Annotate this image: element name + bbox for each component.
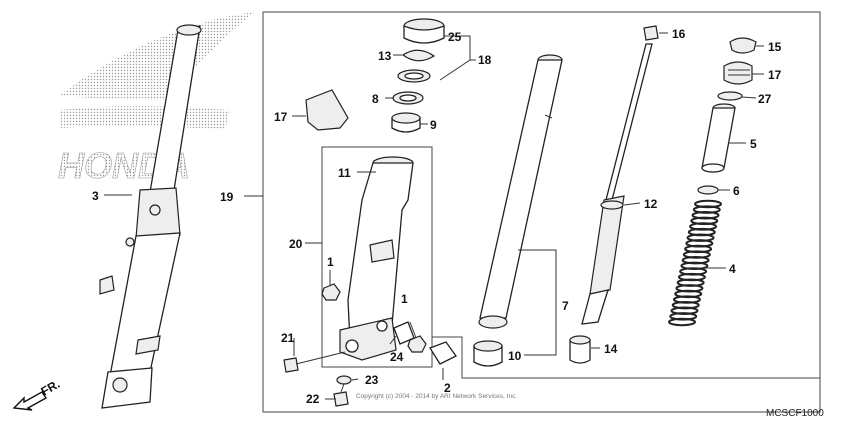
callout-23: 22 [306,392,320,406]
callout-10: 10 [508,349,522,363]
callout-16: 16 [672,27,686,41]
callout-25: 24 [390,350,404,364]
assembled-fork-leg [99,24,202,409]
callout-8: 8 [372,92,379,106]
callout-19: 18 [478,53,492,67]
spring-coil [668,317,696,327]
part-8-washer [392,91,424,105]
callout-6: 6 [733,184,740,198]
assembly-frame-20 [262,11,821,413]
part-18-fork-guard [305,89,349,131]
part-15-cap [729,37,757,54]
callout-26: 25 [448,30,462,44]
callout-24: 23 [365,373,379,387]
callout-3: 3 [92,189,99,203]
part-16-nut [643,25,659,41]
callout-14: 13 [378,49,392,63]
callout-15: 15 [768,40,782,54]
part-6-spring-seat [697,185,719,195]
callout-12: 12 [644,197,658,211]
part-1-nut-a [321,283,341,301]
part-13-oil-lock-piece [569,335,591,364]
callout-7: 7 [562,299,569,313]
callout-20: 19 [220,190,234,204]
callout-5: 5 [750,137,757,151]
callout-22: 21 [281,331,295,345]
part-22-bolt [283,351,346,373]
callout-18: 17 [274,110,288,124]
leader-lines [104,32,764,400]
part-2-collar [429,341,457,365]
part-7-fork-pipe [478,54,563,329]
part-25-collar [393,321,415,345]
callout-27: 27 [758,92,772,106]
callout-13: 14 [604,342,618,356]
diagram-code: MCSCF1000 [766,408,824,419]
callout-17: 17 [768,68,782,82]
callout-21: 20 [289,237,303,251]
copyright-text: Copyright (c) 2004 - 2014 by ARI Network… [356,393,517,400]
part-12-damper-rod [581,43,653,325]
callout-9: 9 [430,118,437,132]
part-27-o-ring [717,91,743,101]
front-direction-arrow: FR. [12,377,62,411]
part-10-slide-bushing [473,340,503,367]
callout-1-b: 1 [401,292,408,306]
part-24-washer [336,375,352,385]
part-17-fork-bolt [723,61,753,85]
callout-4: 4 [729,262,736,276]
part-11-fork-slider [339,156,414,361]
part-14-clip [401,49,436,62]
callout-1-a: 1 [327,255,334,269]
callout-2: 2 [444,381,451,395]
part-9-bushing [391,112,421,133]
assembly-frame-21 [321,146,433,368]
part-26-seal-cap [403,18,445,44]
part-5-collar-spacer [701,103,736,173]
part-1-nut-b [407,335,427,353]
part-4-fork-spring [668,199,722,327]
part-23-drain-bolt [333,383,349,407]
callout-11: 11 [338,166,351,180]
part-19-oil-seal [397,69,431,83]
